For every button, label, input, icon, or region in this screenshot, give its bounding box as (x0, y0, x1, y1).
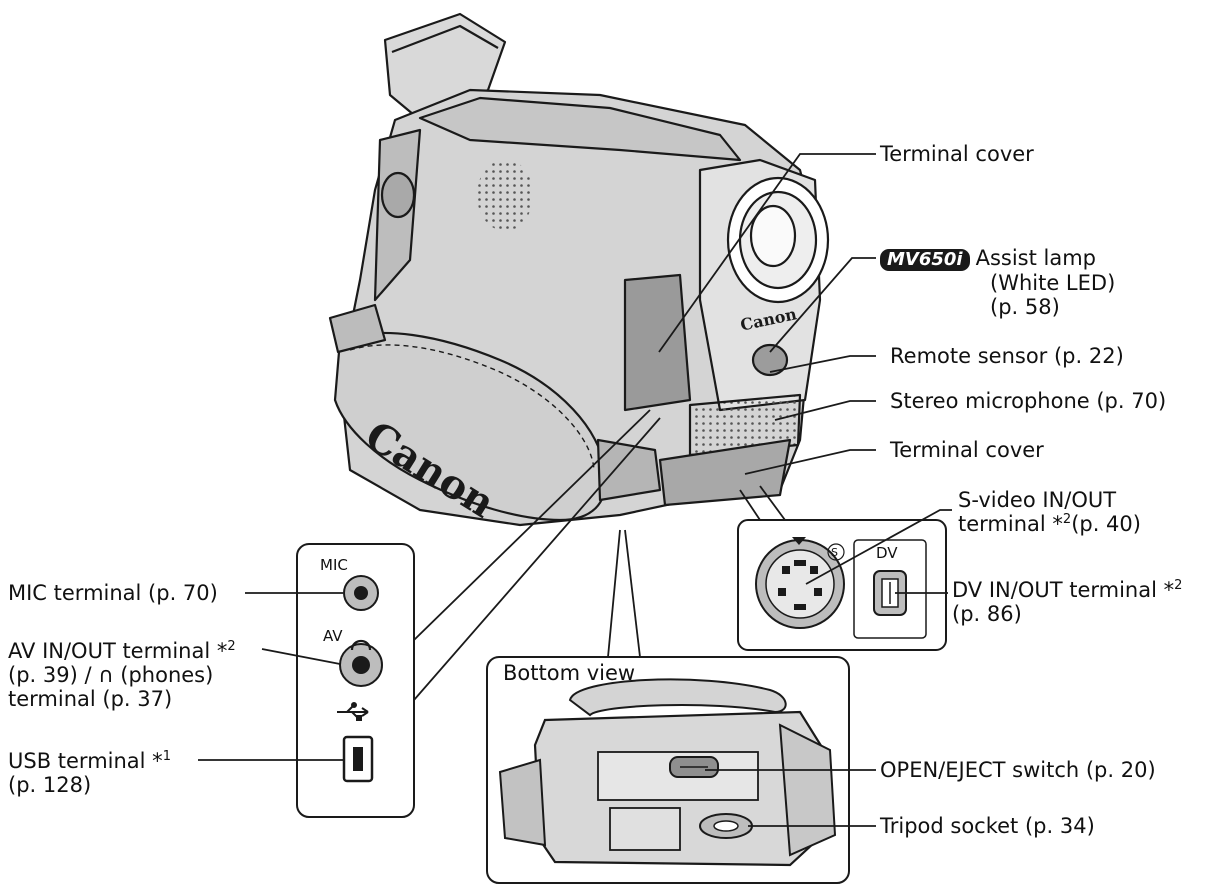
model-badge: MV650i (880, 249, 970, 271)
label-mic-terminal: MIC terminal (p. 70) (8, 581, 218, 605)
panel-s-mark: S (831, 546, 838, 559)
callout-wedges (413, 409, 786, 701)
camcorder-body (328, 12, 830, 527)
label-av-terminal: AV IN/OUT terminal *2 (p. 39) / ∩ (phone… (8, 639, 236, 711)
label-open-eject-switch: OPEN/EJECT switch (p. 20) (880, 758, 1156, 782)
panel-dv-text: DV (876, 544, 898, 562)
usb-icon (337, 702, 369, 721)
label-stereo-microphone: Stereo microphone (p. 70) (890, 389, 1167, 413)
panel-av-text: AV (323, 627, 343, 645)
label-bottom-view: Bottom view (503, 661, 636, 685)
label-terminal-cover-top: Terminal cover (880, 142, 1034, 166)
label-remote-sensor: Remote sensor (p. 22) (890, 344, 1124, 368)
headphones-icon (350, 639, 372, 651)
label-svideo-terminal: S-video IN/OUT terminal *2(p. 40) (958, 488, 1141, 536)
svideo-dv-panel (737, 519, 947, 651)
label-usb-terminal: USB terminal *1 (p. 128) (8, 749, 171, 797)
leader-lines (198, 153, 952, 827)
panel-mic-text: MIC (320, 556, 348, 574)
label-terminal-cover-bottom: Terminal cover (890, 438, 1044, 462)
terminal-panel (296, 543, 415, 818)
label-dv-terminal: DV IN/OUT terminal *2 (p. 86) (952, 578, 1183, 626)
label-tripod-socket: Tripod socket (p. 34) (880, 814, 1095, 838)
